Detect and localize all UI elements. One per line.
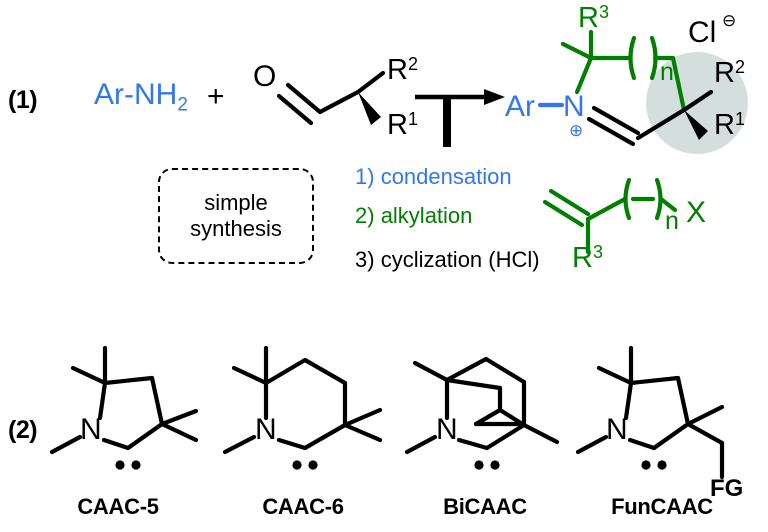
product-r3-superscript: 3	[598, 2, 609, 22]
aldehyde-r2-superscript: 2	[407, 54, 418, 74]
product-r1-text: R	[714, 109, 735, 141]
product-r2-label: R2	[714, 58, 745, 88]
amine-ar-text: Ar	[94, 78, 124, 111]
agent-r3-label: R3	[572, 243, 603, 273]
aldehyde-r1-text: R	[387, 109, 408, 141]
condition-step-1: 1) condensation	[355, 166, 512, 188]
product-r2-superscript: 2	[734, 57, 745, 77]
product-r3-label: R3	[578, 3, 609, 33]
aldehyde-oxygen-label: O	[253, 60, 277, 93]
aldehyde-r2-label: R2	[387, 55, 418, 85]
compound-name-caac-6: CAAC-6	[262, 494, 344, 519]
amine-n-text: N	[134, 78, 156, 111]
compound-name-funcaac: FunCAAC	[611, 494, 713, 519]
product-r1-superscript: 1	[734, 109, 745, 129]
aldehyde-r1-label: R1	[387, 110, 418, 140]
compound-name-caac-5: CAAC-5	[77, 494, 159, 519]
funcaac-functional-group-label: FG	[710, 475, 744, 502]
product-repeat-n-label: n	[660, 58, 674, 86]
condition-step-2: 2) alkylation	[355, 205, 472, 227]
condition-step-3: 3) cyclization (HCl)	[355, 249, 540, 271]
amine-h-text: H	[155, 78, 178, 111]
condition-3-index: 3)	[355, 247, 375, 272]
aldehyde-r2-text: R	[387, 54, 408, 86]
counterion-negative-charge: ⊖	[722, 11, 737, 30]
amine-dash-text: -	[124, 78, 134, 111]
condition-1-index: 1)	[355, 164, 375, 189]
reactant-amine: Ar-NH2	[94, 80, 188, 115]
product-r1-label: R1	[714, 110, 745, 140]
amine-h-subscript: 2	[177, 94, 188, 116]
product-r2-text: R	[714, 57, 735, 89]
agent-r3-text: R	[572, 242, 593, 274]
caac-5-nitrogen-label: N	[80, 413, 102, 446]
condition-1-label: condensation	[380, 164, 512, 189]
product-ar-label: Ar	[505, 90, 535, 123]
scheme-1-number: (1)	[8, 86, 38, 114]
condition-2-index: 2)	[355, 203, 375, 228]
agent-r3-superscript: 3	[592, 242, 603, 262]
product-r3-text: R	[578, 2, 599, 34]
condition-3-label: cyclization (HCl)	[380, 247, 540, 272]
bicaac-nitrogen-label: N	[436, 413, 458, 446]
aldehyde-r1-superscript: 1	[407, 109, 418, 129]
product-positive-charge: ⊕	[569, 121, 584, 140]
callout-line-2: synthesis	[190, 216, 282, 241]
counterion-label: Cl	[688, 16, 717, 49]
plus-sign: +	[207, 80, 225, 113]
callout-line-1: simple	[204, 190, 268, 216]
funcaac-nitrogen-label: N	[606, 413, 628, 446]
product-nitrogen-label: N	[563, 90, 585, 123]
condition-2-label: alkylation	[380, 203, 473, 228]
simple-synthesis-callout: simple synthesis	[158, 168, 314, 264]
caac-6-nitrogen-label: N	[255, 413, 277, 446]
agent-repeat-n-label: n	[665, 207, 679, 235]
scheme-2-number: (2)	[8, 416, 38, 444]
compound-name-bicaac: BiCAAC	[443, 494, 527, 519]
agent-leaving-group-label: X	[686, 196, 707, 229]
